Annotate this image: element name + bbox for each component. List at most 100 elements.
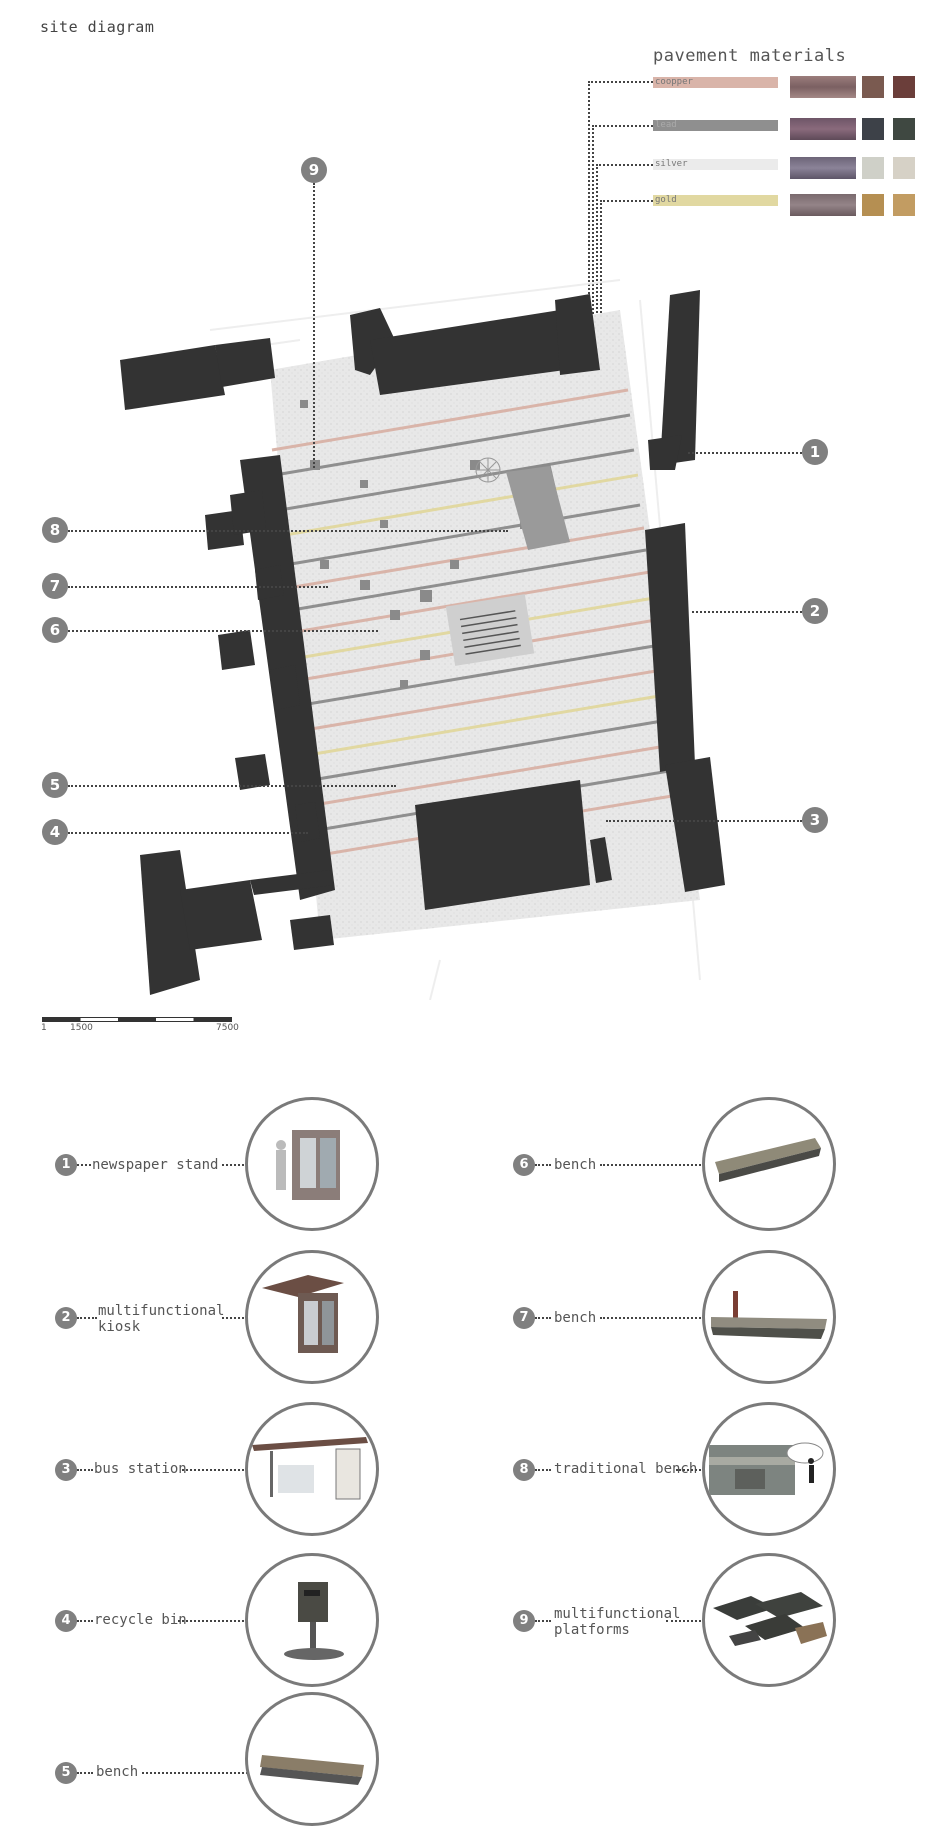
legend-image-circle [245,1553,379,1687]
legend-image-circle [702,1553,836,1687]
legend-leader [178,1620,248,1622]
legend-image-circle [245,1250,379,1384]
material-bar-lead [653,120,778,131]
material-bar-silver [653,159,778,170]
legend-number: 8 [513,1459,535,1481]
central-stair [445,594,535,666]
page-title: site diagram [40,18,155,36]
material-swatch [893,194,915,216]
callout-7: 7 [42,573,68,599]
scale-bar-track [42,1017,232,1022]
pavement-strips [271,388,679,857]
bench-icon [260,1755,364,1785]
legend-leader [77,1164,91,1166]
scale-label: 1 [41,1023,47,1033]
material-swatch [893,118,915,140]
bench-icon [711,1291,827,1339]
callout-7-leader [68,586,328,588]
legend-number: 7 [513,1307,535,1329]
material-swatch [893,76,915,98]
pavement-materials-title: pavement materials [653,46,847,66]
legend-image-circle [245,1692,379,1826]
material-label: coopper [655,77,693,87]
legend-leader [535,1164,551,1166]
legend-number: 2 [55,1307,77,1329]
legend-label: multifunctional kiosk [98,1303,225,1335]
callout-9: 9 [301,157,327,183]
legend-leader [142,1772,248,1774]
material-swatch [790,157,856,179]
material-swatch [862,194,884,216]
callout-8: 8 [42,517,68,543]
legend-leader [535,1317,551,1319]
legend-leader [222,1164,248,1166]
material-swatch [893,157,915,179]
legend-label: bench [554,1157,597,1173]
callout-3: 3 [802,807,828,833]
legend-number: 1 [55,1154,77,1176]
legend-label: bench [554,1310,597,1326]
legend-number: 4 [55,1610,77,1632]
legend-leader [222,1317,248,1319]
platforms-icon [713,1592,827,1646]
legend-leader [77,1620,93,1622]
material-leader [592,125,653,127]
callout-6: 6 [42,617,68,643]
long-platform-body [506,466,570,550]
legend-leader [182,1469,248,1471]
legend-leader [535,1469,551,1471]
material-leader [596,164,653,166]
newspaper-stand-icon [276,1130,340,1200]
material-leader [600,200,653,202]
legend-label: recycle bin [94,1612,187,1628]
material-swatch [862,76,884,98]
legend-image-circle [245,1097,379,1231]
traditional-bench-photo [709,1442,824,1495]
material-label: gold [655,195,677,205]
legend-label: newspaper stand [92,1157,219,1173]
material-swatch [790,194,856,216]
legend-leader [77,1469,93,1471]
buildings [120,290,725,995]
scale-label: 7500 [216,1023,239,1033]
callout-8-leader [68,530,508,532]
legend-image-circle [702,1097,836,1231]
legend-leader [666,1620,705,1622]
callout-4-leader [68,832,308,834]
callout-1: 1 [802,439,828,465]
fountain-symbol [475,457,501,483]
callout-6-leader [68,630,378,632]
callout-2-leader [692,611,802,613]
legend-number: 5 [55,1762,77,1784]
material-swatch [790,118,856,140]
callout-5: 5 [42,772,68,798]
material-bar-gold [653,195,778,206]
legend-leader [535,1620,551,1622]
kiosk-icon [262,1275,344,1353]
material-swatch [862,118,884,140]
material-swatch [862,157,884,179]
material-leader [588,81,653,83]
callout-1-leader [688,452,802,454]
material-label: lead [655,120,677,130]
legend-leader [600,1164,705,1166]
legend-leader [600,1317,705,1319]
material-swatch [790,76,856,98]
callout-2: 2 [802,598,828,624]
bench-icon [715,1138,821,1182]
callout-9-leader [313,183,315,468]
recycle-bin-icon [284,1582,344,1660]
legend-label: bus station [94,1461,187,1477]
material-label: silver [655,159,688,169]
legend-number: 3 [55,1459,77,1481]
callout-5-leader [68,785,396,787]
legend-image-circle [245,1402,379,1536]
bus-shelter-icon [252,1437,368,1500]
legend-image-circle [702,1402,836,1536]
scale-label: 1500 [70,1023,93,1033]
legend-image-circle [702,1250,836,1384]
legend-leader [77,1317,97,1319]
legend-number: 6 [513,1154,535,1176]
site-plan [120,279,725,1000]
legend-number: 9 [513,1610,535,1632]
